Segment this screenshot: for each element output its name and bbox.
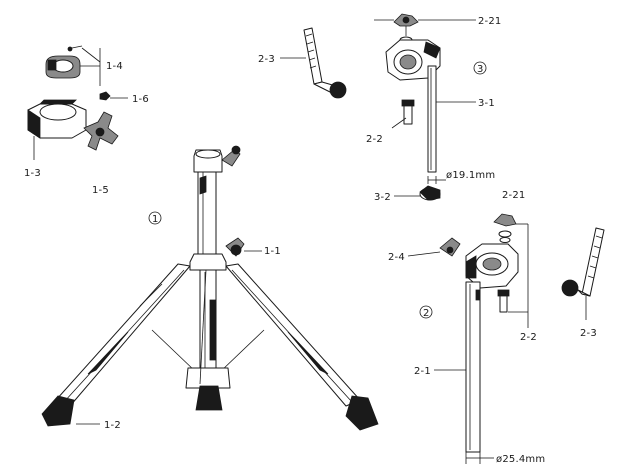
tripod-stand-drawing [41, 145, 379, 431]
label-diameter-25: ø25.4mm [496, 454, 545, 465]
clamp-assembly-1-4-drawing [45, 45, 111, 101]
clamp-3-assembly-drawing [374, 13, 441, 201]
circled-number-2-text: 2 [423, 308, 429, 319]
circled-number-2 [419, 305, 433, 319]
label-diameter-19: ø19.1mm [446, 170, 495, 181]
label-2-21-mid: 2-21 [502, 190, 526, 201]
label-2-2-top: 2-2 [366, 134, 383, 145]
ratchet-handle-2-3-drawing [303, 27, 347, 99]
label-3-1: 3-1 [478, 98, 495, 109]
label-1-1: 1-1 [264, 246, 281, 257]
label-2-3-top: 2-3 [258, 54, 275, 65]
clamp-1-3-drawing [27, 99, 119, 151]
circled-number-3-text: 3 [477, 64, 483, 75]
circled-number-3 [473, 61, 487, 75]
leader-1-4 [81, 47, 101, 63]
label-2-21-top: 2-21 [478, 16, 502, 27]
label-2-2-mid: 2-2 [520, 332, 537, 343]
circled-number-1-text: 1 [152, 214, 158, 225]
leader-2-4 [407, 251, 441, 257]
label-1-2: 1-2 [104, 420, 121, 431]
label-1-5: 1-5 [92, 185, 109, 196]
label-2-4: 2-4 [388, 252, 405, 263]
ratchet-handle-2-3-right-drawing [561, 227, 605, 297]
label-1-3: 1-3 [24, 168, 41, 179]
label-3-2: 3-2 [374, 192, 391, 203]
label-2-1: 2-1 [414, 366, 431, 377]
label-2-3-right: 2-3 [580, 328, 597, 339]
clamp-2-assembly-drawing [439, 213, 519, 453]
label-1-6: 1-6 [132, 94, 149, 105]
leader-2-2-top [391, 117, 407, 129]
label-1-4: 1-4 [106, 61, 123, 72]
circled-number-1 [148, 211, 162, 225]
